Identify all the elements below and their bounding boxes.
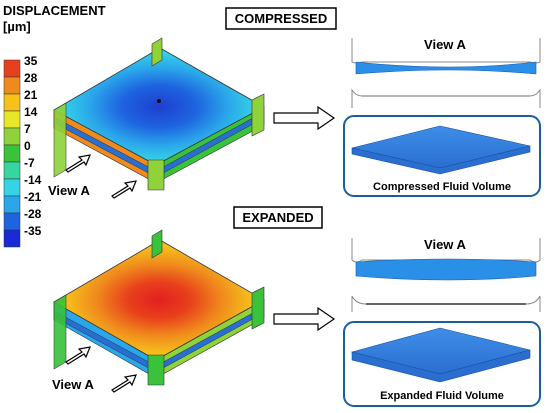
compressed-schematic-bottom-plate [351, 88, 541, 108]
legend-title: DISPLACEMENT [3, 3, 106, 18]
view-a-arrow-icon [111, 180, 137, 199]
compressed-schematic-top-plate [351, 38, 541, 64]
expanded-header: EXPANDED [233, 206, 323, 229]
compressed-flange-back [151, 37, 163, 67]
legend-swatches [3, 59, 21, 248]
legend-tick-label: 14 [24, 105, 38, 119]
legend-swatch [3, 144, 21, 163]
view-a-arrow-icon [65, 154, 91, 173]
compressed-view-a-schematic: View A [351, 37, 541, 108]
legend-tick-label: 21 [24, 88, 38, 102]
legend-tick-label: 28 [24, 71, 38, 85]
expanded-model [53, 229, 265, 386]
compressed-schematic-title: View A [424, 37, 467, 52]
legend-tick-label: -14 [24, 173, 42, 187]
legend-tick-label: -21 [24, 190, 42, 204]
legend-tick-label: 0 [24, 139, 31, 153]
compressed-header-label: COMPRESSED [235, 11, 327, 26]
legend-swatch [3, 110, 21, 129]
expanded-flange-right [251, 286, 265, 330]
expanded-top-face [53, 239, 265, 361]
compressed-flange-right [251, 93, 265, 137]
expanded-schematic-title: View A [424, 237, 467, 252]
legend-swatch [3, 127, 21, 146]
compressed-header-box [225, 7, 337, 30]
legend-ticks: 35 28 21 14 7 0 -7 -14 -21 -28 -35 [24, 54, 42, 238]
legend-swatch [3, 178, 21, 197]
compressed-schematic-fluid [355, 61, 537, 75]
expanded-fluid-label: Expanded Fluid Volume [380, 390, 504, 402]
compressed-fluid-label: Compressed Fluid Volume [373, 181, 511, 193]
compressed-model [53, 37, 265, 191]
compressed-header: COMPRESSED [225, 7, 337, 30]
compressed-view-a-label: View A [48, 183, 91, 198]
expanded-view-a-schematic: View A [351, 237, 541, 312]
compressed-center-dot [157, 99, 161, 103]
expanded-header-box [233, 206, 323, 229]
compressed-flange-left [53, 102, 67, 178]
legend-swatch [3, 229, 21, 248]
compressed-arrow-right-icon [273, 105, 336, 131]
legend-tick-label: -7 [24, 156, 35, 170]
legend-swatch [3, 76, 21, 95]
expanded-fluid-box: Expanded Fluid Volume [343, 321, 541, 407]
compressed-fluid-box: Compressed Fluid Volume [343, 115, 541, 197]
compressed-top-face [53, 47, 265, 166]
legend-tick-label: 7 [24, 122, 31, 136]
legend-swatch [3, 212, 21, 231]
expanded-view-a-arrows: View A [52, 346, 137, 393]
expanded-arrow-right-icon [273, 306, 336, 332]
legend-unit: [µm] [3, 19, 31, 34]
expanded-flange-front [147, 354, 165, 386]
expanded-schematic-fluid [355, 258, 537, 281]
view-a-arrow-icon [65, 346, 91, 365]
legend-swatch [3, 161, 21, 180]
expanded-view-a-label: View A [52, 377, 95, 392]
legend-swatch [3, 59, 21, 78]
compressed-flange-front [147, 159, 165, 191]
expanded-flange-back [151, 229, 163, 259]
expanded-flange-left [53, 294, 67, 370]
legend-tick-label: -35 [24, 224, 42, 238]
legend-swatch [3, 93, 21, 112]
compressed-view-a-arrows: View A [48, 154, 137, 199]
legend-swatch [3, 195, 21, 214]
view-a-arrow-icon [111, 374, 137, 393]
legend-tick-label: -28 [24, 207, 42, 221]
expanded-header-label: EXPANDED [242, 210, 313, 225]
legend-tick-label: 35 [24, 54, 38, 68]
displacement-legend: DISPLACEMENT [µm] 35 28 21 14 7 0 -7 -14 -21 -28 -… [3, 3, 106, 248]
